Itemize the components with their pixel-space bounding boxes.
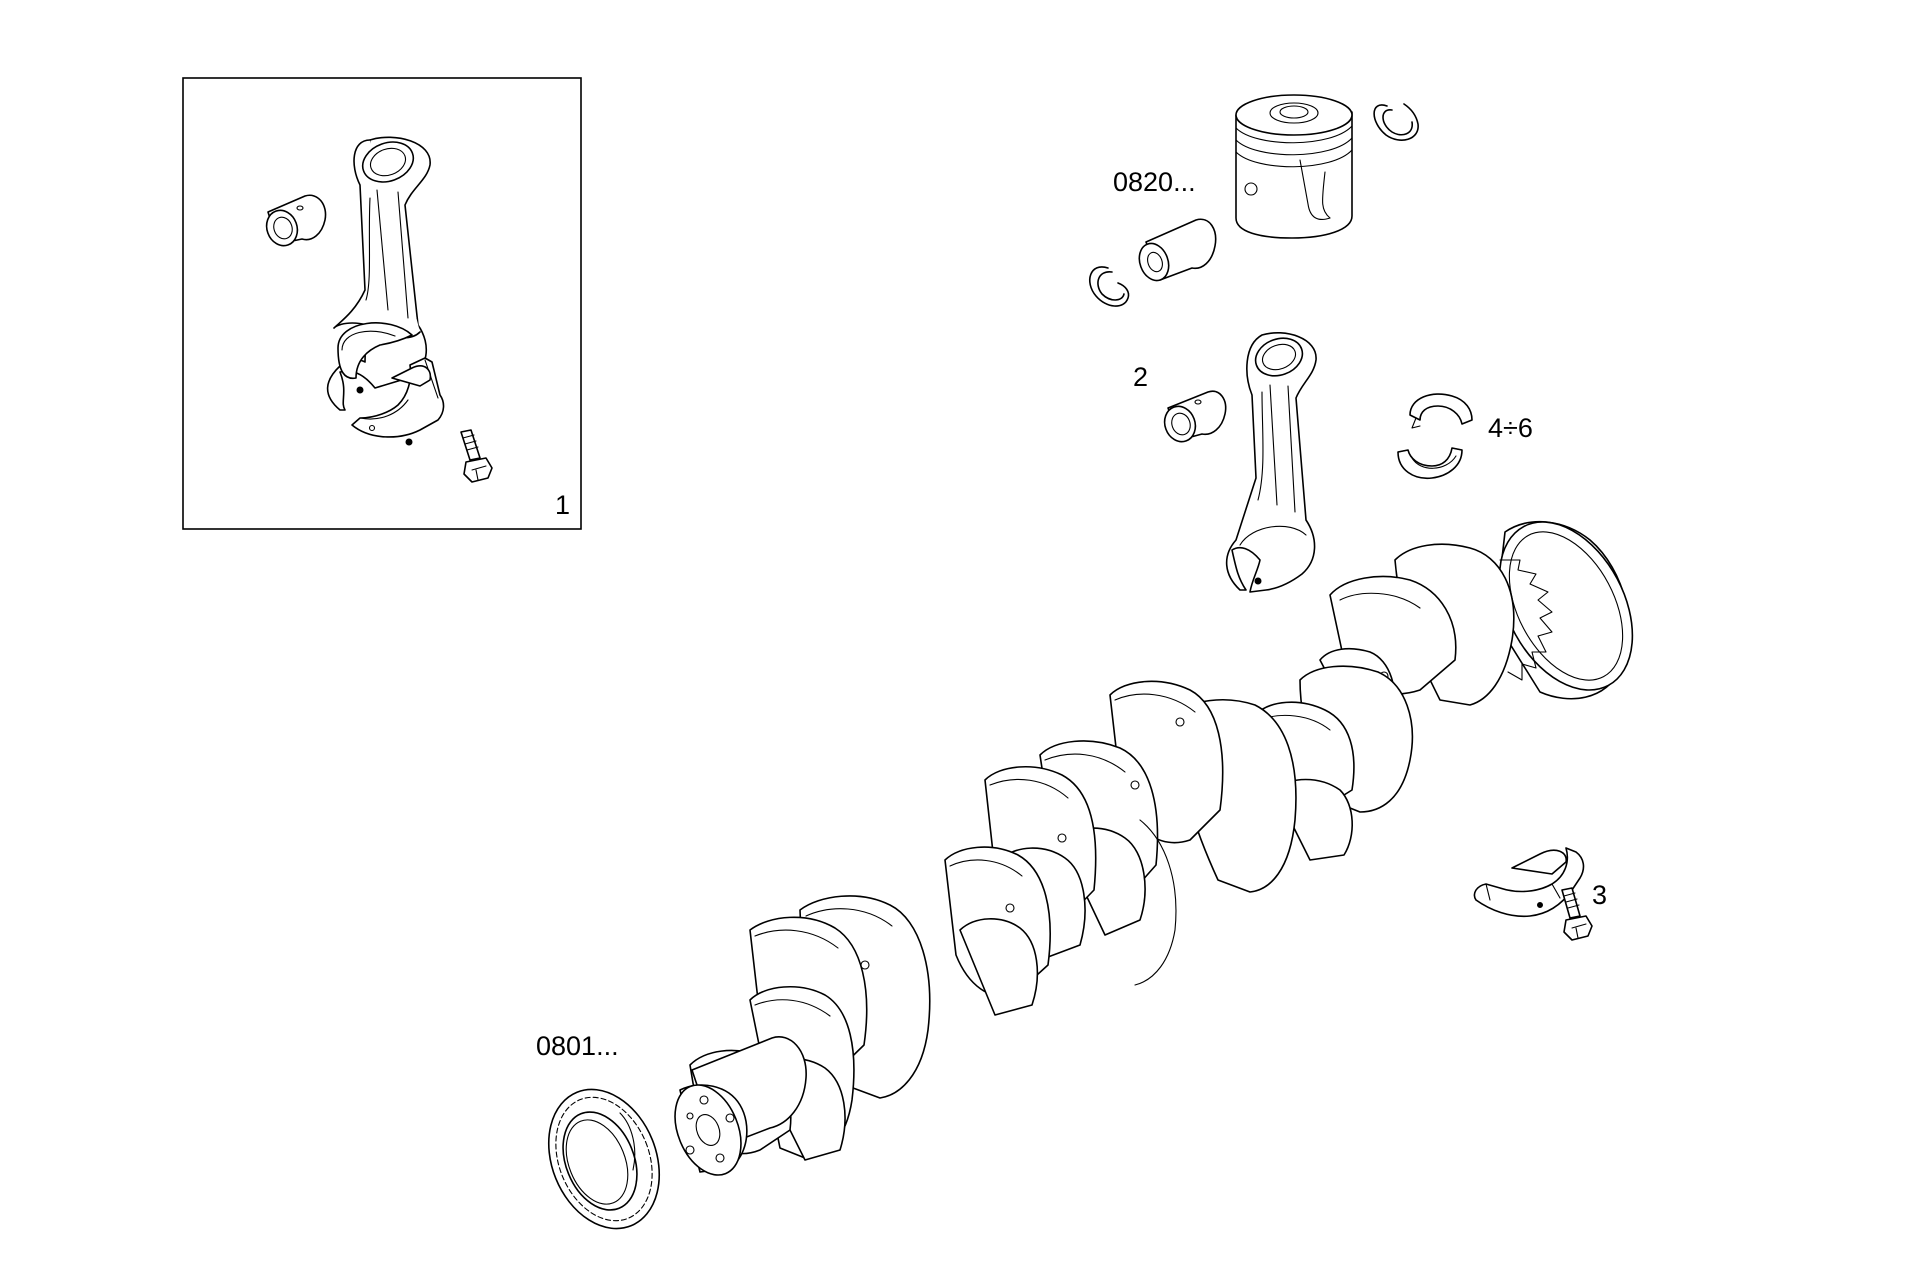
crankshaft-timing-gear [547, 1088, 661, 1230]
rod-cap-bolt [1561, 887, 1593, 941]
piston [1235, 94, 1353, 239]
callout-conrod-assembly: 1 [555, 490, 571, 520]
connecting-rod [1225, 331, 1317, 593]
callout-cap-screw: 3 [1592, 880, 1608, 910]
inset-connecting-rod [326, 136, 431, 411]
rod-cap-with-bolt [1473, 847, 1593, 941]
crankshaft-rear-flange [1494, 520, 1634, 700]
piston-group [1088, 94, 1419, 307]
conrod-bearing-shells [1397, 393, 1473, 479]
conrod-assembly-inset [182, 77, 582, 530]
callout-bearing-shells: 4÷6 [1488, 413, 1533, 443]
piston-pin [1138, 218, 1217, 282]
inset-rod-cap [351, 357, 445, 446]
crankshaft-webs [749, 543, 1515, 1161]
piston-pin-circlip-left [1088, 266, 1130, 307]
piston-pin-circlip-right [1373, 103, 1419, 141]
connecting-rod-exploded [1163, 331, 1473, 593]
crankshaft-front-nose [674, 1036, 807, 1176]
inset-cap-bolt [460, 429, 493, 483]
crankshaft [674, 520, 1634, 1176]
inset-small-end-bushing [265, 194, 327, 247]
callout-crankshaft-group: 0801... [536, 1031, 619, 1061]
callout-piston-group: 0820... [1113, 167, 1196, 197]
small-end-bushing [1163, 390, 1227, 443]
rod-cap [1473, 847, 1585, 918]
inset-frame [182, 77, 582, 530]
callout-small-end-bushing: 2 [1133, 362, 1149, 392]
